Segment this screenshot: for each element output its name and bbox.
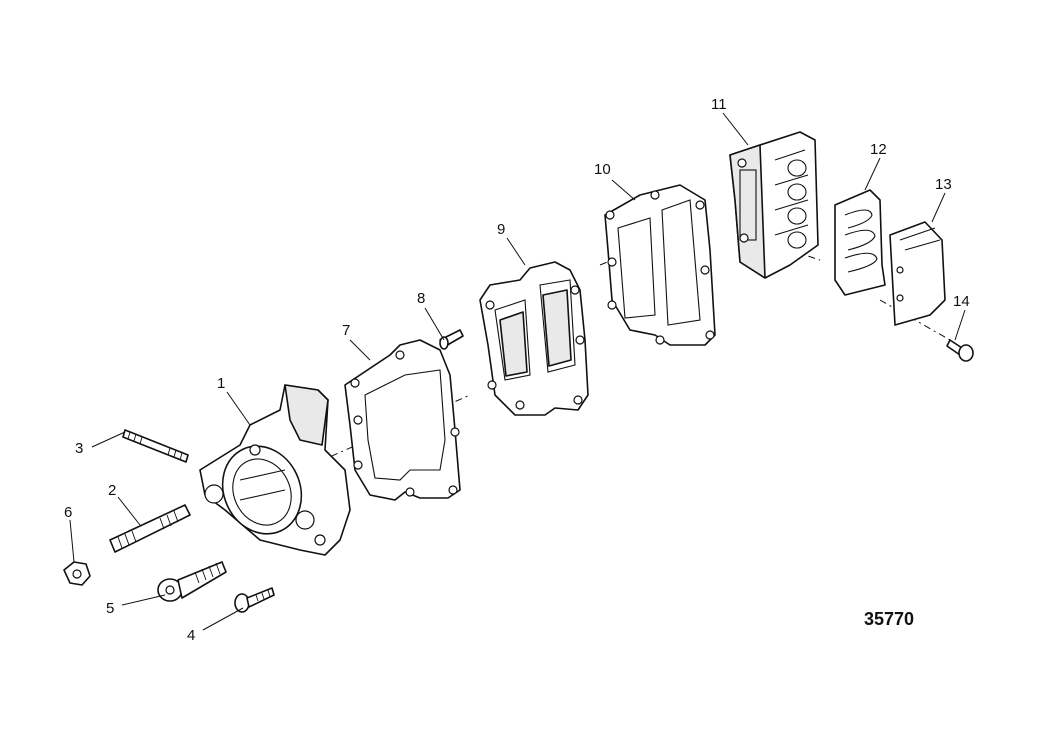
long-stud xyxy=(122,429,189,463)
screw-14 xyxy=(946,339,974,362)
leader-lines xyxy=(69,112,966,631)
reed-stop xyxy=(889,221,946,326)
gasket-10 xyxy=(604,184,716,346)
callout-5: 5 xyxy=(106,600,114,617)
callout-3: 3 xyxy=(75,440,83,457)
adapter-housing xyxy=(199,384,351,556)
reed-plate-9 xyxy=(479,261,589,416)
callout-6: 6 xyxy=(64,504,72,521)
callout-4: 4 xyxy=(187,627,195,644)
callout-14: 14 xyxy=(953,293,970,310)
callout-13: 13 xyxy=(935,176,952,193)
callout-11: 11 xyxy=(711,96,727,113)
socket-head-screw xyxy=(157,561,227,602)
flat-screw xyxy=(234,587,275,613)
short-stud xyxy=(109,504,191,553)
figure-number: 35770 xyxy=(864,609,914,629)
callout-labels: 1 2 3 4 5 6 7 8 9 10 11 12 13 14 xyxy=(64,96,970,644)
callout-8: 8 xyxy=(417,290,425,307)
callout-10: 10 xyxy=(594,161,611,178)
callout-2: 2 xyxy=(108,482,116,499)
screw-8 xyxy=(439,329,464,350)
gasket-7 xyxy=(344,339,461,501)
callout-9: 9 xyxy=(497,221,505,238)
callout-7: 7 xyxy=(342,322,350,339)
reed-block xyxy=(729,131,819,279)
callout-12: 12 xyxy=(870,141,887,158)
callout-1: 1 xyxy=(217,375,225,392)
reed-petals xyxy=(834,189,886,296)
hex-nut xyxy=(63,561,91,586)
